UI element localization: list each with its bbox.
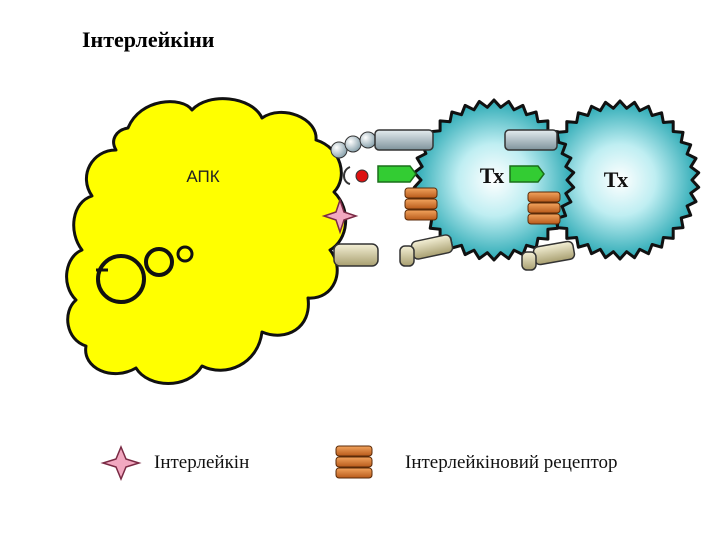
legend-receptor-icon — [336, 446, 372, 478]
antigen-red-dot — [356, 170, 368, 182]
legend-interleukin-icon — [103, 447, 139, 479]
legend-interleukin-label: Інтерлейкін — [154, 452, 249, 473]
cd4-marker-left — [378, 166, 416, 182]
organelle-medium-circle — [146, 249, 172, 275]
apc-cell: АПК — [67, 99, 346, 384]
mhc-ball-2 — [345, 136, 361, 152]
receptor-on-right-t-cell — [528, 192, 560, 224]
costim-apc — [334, 244, 378, 266]
organelle-small-circle — [178, 247, 192, 261]
diagram-title: Інтерлейкіни — [82, 27, 215, 52]
t-cell-left-label: Тх — [480, 163, 505, 188]
receptor-on-left-t-cell — [405, 188, 437, 220]
cd4-marker-right — [510, 166, 544, 182]
organelle-large-circle — [98, 256, 144, 302]
mhc-ball-3 — [360, 132, 376, 148]
t-cell-right-label: Тх — [604, 167, 629, 192]
legend-receptor-label: Інтерлейкіновий рецептор — [405, 452, 618, 473]
costim-left — [400, 234, 453, 266]
mhc-hook — [344, 167, 350, 184]
apc-label: АПК — [186, 167, 219, 186]
legend: Інтерлейкін Інтерлейкіновий рецептор — [103, 446, 618, 479]
